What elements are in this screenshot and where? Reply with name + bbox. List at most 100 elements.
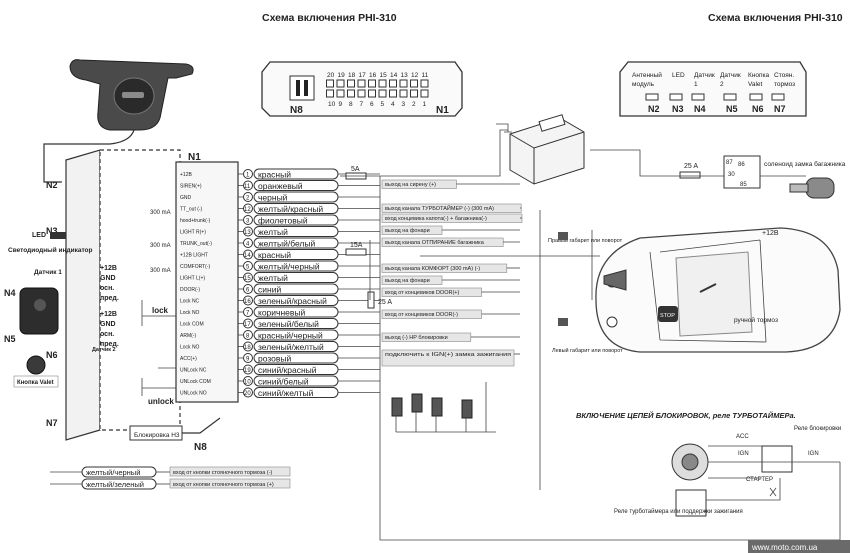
pin-number-bottom: 5 bbox=[381, 101, 385, 108]
wire-color-label: красный bbox=[258, 250, 291, 260]
relay-turbo-icon bbox=[675, 489, 707, 517]
blocking-area: Блокировка Н3 N8 bbox=[129, 417, 221, 453]
right-connector: АнтенныймодульN2LEDN3Датчик1N4Датчик2N5К… bbox=[619, 61, 807, 117]
wire-color-label: желтый bbox=[258, 273, 288, 283]
pin-circle bbox=[243, 169, 253, 179]
terminal-label: UNLock NC bbox=[180, 368, 207, 374]
terminal-label: Lock NO bbox=[180, 310, 200, 316]
pin-circle bbox=[243, 238, 253, 248]
pin-number-top: 13 bbox=[401, 72, 409, 79]
wire-color-label: желтый/красный bbox=[258, 204, 323, 214]
car: STOP ручной тормоз +12В Правый габарит и… bbox=[548, 227, 841, 354]
pin-number: 16 bbox=[244, 299, 251, 305]
sensor2-pin-label: +12В bbox=[100, 311, 117, 318]
pin-number: 4 bbox=[246, 241, 250, 247]
pin-circle bbox=[243, 215, 253, 225]
sensor1-pin-label: осн. bbox=[100, 285, 114, 292]
pin-number: 8 bbox=[246, 333, 250, 339]
pin-circle bbox=[243, 226, 253, 237]
sensor2-pin-label: осн. bbox=[100, 331, 114, 338]
plus12-label: +12В bbox=[762, 230, 779, 237]
sensor1-label: Датчик 1 bbox=[34, 269, 62, 276]
bottom-input-color: желтый/зеленый bbox=[86, 480, 144, 489]
left-turn-label: Левый габарит или поворот bbox=[552, 347, 623, 354]
terminal-label: UNLock NO bbox=[180, 391, 207, 397]
valet-button-icon bbox=[26, 355, 46, 375]
pin-number-bottom: 9 bbox=[339, 101, 343, 108]
wire-color-label: желтый/белый bbox=[258, 238, 315, 248]
right-connector-header: LED bbox=[672, 72, 685, 79]
pin-number: 6 bbox=[246, 287, 250, 293]
descriptions: выход на сирену (+)выход канала ТУРБОТАЙ… bbox=[381, 179, 523, 367]
description-label: подключить к IGN(+) замка зажигания bbox=[385, 352, 511, 358]
pin-number-bottom: 1 bbox=[423, 101, 427, 108]
pin-circle bbox=[243, 180, 253, 191]
left-connector-label: N3 bbox=[46, 226, 58, 236]
right-connector-header: 1 bbox=[694, 81, 698, 88]
right-connector-header: тормоз bbox=[774, 81, 795, 88]
pin-circle bbox=[243, 353, 253, 363]
pin-number: 15 bbox=[244, 276, 251, 282]
pin-circle bbox=[243, 295, 253, 306]
right-connector-label: N6 bbox=[752, 104, 764, 114]
pin-circle bbox=[243, 203, 253, 214]
left-connector-label: N7 bbox=[46, 418, 58, 428]
right-connector-header: модуль bbox=[632, 81, 655, 88]
pin-number: 18 bbox=[244, 345, 251, 351]
pin-circle bbox=[243, 284, 253, 294]
terminal-label: +12В LIGHT bbox=[180, 253, 208, 259]
terminal-label: TT_out (-) bbox=[180, 207, 203, 213]
terminal-label: UNLock COM bbox=[180, 379, 211, 385]
trunk-solenoid-label: соленоид замка багажника bbox=[764, 160, 846, 168]
wire-color-label: оранжевый bbox=[258, 181, 303, 191]
svg-text:85: 85 bbox=[740, 182, 747, 188]
current-label-3: 300 mA bbox=[150, 268, 171, 274]
blocking-label: Блокировка Н3 bbox=[134, 432, 180, 439]
wire-color-label: желтый bbox=[258, 227, 288, 237]
wire-color-label: синий/желтый bbox=[258, 388, 314, 398]
terminal-label: +12В bbox=[180, 172, 192, 178]
terminal-label: ARM(-) bbox=[180, 333, 196, 339]
right-connector-header: Антенный bbox=[632, 71, 662, 79]
n8-label: N8 bbox=[194, 442, 207, 453]
pin-number-top: 20 bbox=[327, 72, 335, 79]
description-label: вход от концевиков DOOR(+) bbox=[385, 290, 459, 296]
wire-color-label: желтый/черный bbox=[258, 261, 320, 271]
terminal-label: LIGHT L(+) bbox=[180, 276, 205, 282]
pin-number-top: 18 bbox=[348, 72, 356, 79]
wire-color-label: зеленый/белый bbox=[258, 319, 319, 329]
right-connector-header: Кнопка bbox=[748, 72, 769, 79]
right-connector-header: Датчик bbox=[694, 72, 715, 79]
sensor1-pin-label: GND bbox=[100, 275, 116, 282]
pin-circle bbox=[243, 341, 253, 352]
wire-color-label: розовый bbox=[258, 353, 292, 363]
pin-number: 9 bbox=[246, 356, 250, 362]
pin-number-top: 15 bbox=[380, 72, 388, 79]
pin-number: 11 bbox=[244, 184, 251, 190]
lock-label: lock bbox=[152, 306, 169, 315]
pin-circle bbox=[243, 387, 253, 398]
valet-label: Кнопка Valet bbox=[17, 380, 54, 386]
relay-block-label: Реле блокировки bbox=[794, 426, 841, 432]
handbrake-label: ручной тормоз bbox=[734, 316, 778, 324]
description-label: вход концевика капота(-) + багажника(-) bbox=[385, 216, 487, 222]
terminal-label: hood+trunk(-) bbox=[180, 218, 210, 224]
relay-turbo-label: Реле турботаймера или поддержки зажигани… bbox=[614, 508, 743, 515]
pin-number-bottom: 3 bbox=[402, 101, 406, 108]
bottom-input-desc: вход от кнопки стояночного тормоза (+) bbox=[173, 482, 274, 488]
pin-circle bbox=[243, 307, 253, 317]
pin-number: 3 bbox=[246, 218, 250, 224]
starter-label: СТАРТЕР bbox=[746, 477, 773, 483]
pin-number-bottom: 10 bbox=[328, 101, 336, 108]
ign-label: IGN bbox=[738, 451, 749, 457]
pin-number-top: 16 bbox=[369, 72, 377, 79]
title-left: Схема включения PHI-310 bbox=[262, 12, 397, 24]
pin-number-top: 14 bbox=[390, 72, 398, 79]
pin-circle bbox=[243, 192, 253, 202]
pin-circle bbox=[243, 376, 253, 386]
terminal-label: COMFORT(-) bbox=[180, 264, 211, 270]
